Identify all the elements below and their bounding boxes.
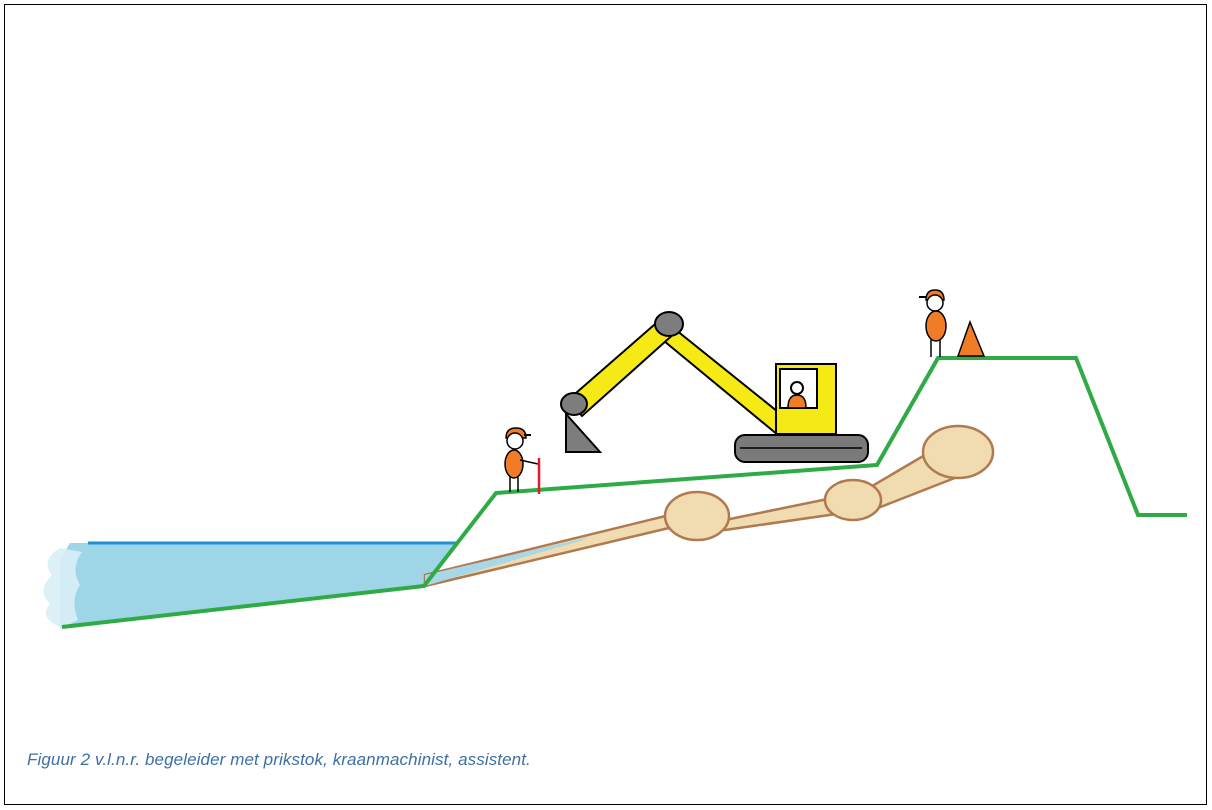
excavator-joint-bucket — [561, 393, 587, 415]
worker-icon — [505, 428, 539, 494]
channel-chamber-3 — [923, 426, 993, 478]
worker-1-body — [505, 450, 523, 478]
excavator-bucket — [566, 414, 600, 452]
water-body — [43, 543, 458, 628]
water-splash-edge — [43, 548, 82, 628]
worker-2-head — [927, 295, 943, 311]
figure-caption: Figuur 2 v.l.n.r. begeleider met priksto… — [27, 750, 531, 770]
water-fill — [60, 543, 458, 628]
worker-icon — [919, 290, 946, 357]
worker-2-body — [926, 311, 946, 341]
operator-body — [788, 395, 806, 408]
channel — [425, 426, 993, 586]
operator-head — [791, 382, 803, 394]
channel-chamber-2 — [825, 480, 881, 520]
excavator-joint-top — [655, 312, 683, 336]
traffic-cone-icon — [958, 322, 984, 356]
worker-1-head — [507, 433, 523, 449]
channel-chamber-1 — [665, 492, 729, 540]
excavator-icon — [561, 312, 868, 462]
